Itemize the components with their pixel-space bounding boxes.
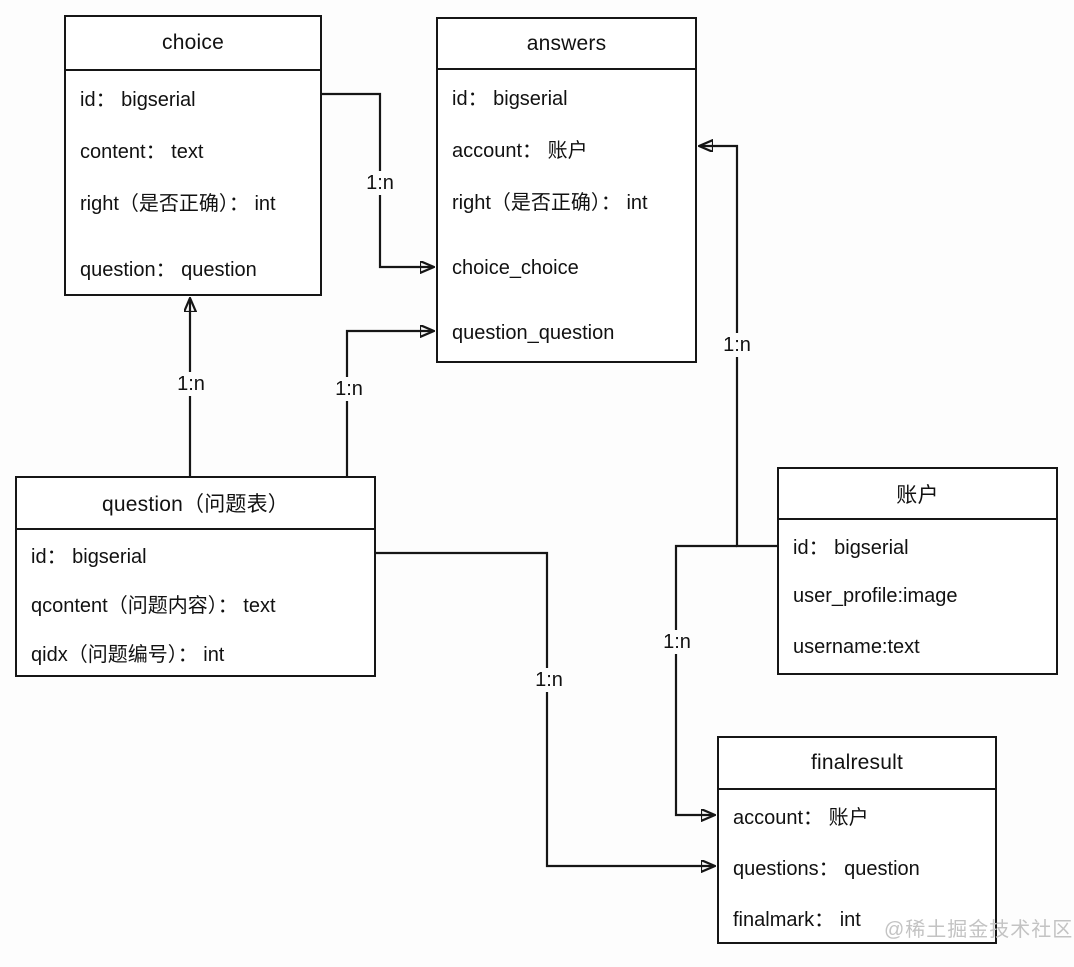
field-row: qcontent（问题内容）： text: [31, 595, 276, 617]
field-row: finalmark： int: [733, 909, 861, 931]
field-row: account： 账户: [452, 139, 588, 162]
field-row: id： bigserial: [31, 546, 147, 568]
relation-label: 1:n: [364, 171, 396, 195]
field-row: account： 账户: [733, 807, 869, 829]
entity-title: 账户: [779, 469, 1056, 520]
entity-title: answers: [438, 19, 695, 70]
field-row: right（是否正确）： int: [80, 192, 276, 215]
entity-title: finalresult: [719, 738, 995, 790]
entity-title: question（问题表）: [17, 478, 374, 530]
watermark: @稀土掘金技术社区: [884, 919, 1074, 941]
field-row: right（是否正确）： int: [452, 191, 648, 214]
entity-account: 账户 id： bigserial user_profile:image user…: [777, 467, 1058, 675]
field-row: username:text: [793, 636, 920, 658]
entity-answers: answers id： bigserial account： 账户 right（…: [436, 17, 697, 363]
field-row: question_question: [452, 321, 615, 344]
field-row: content： text: [80, 140, 204, 163]
field-row: qidx（问题编号）： int: [31, 644, 225, 666]
relation-line-question-to-finalresult: [376, 551, 714, 866]
field-row: id： bigserial: [793, 537, 909, 559]
field-row: user_profile:image: [793, 585, 958, 607]
field-row: choice_choice: [452, 256, 579, 279]
entity-title: choice: [66, 17, 320, 71]
entity-finalresult: finalresult account： 账户 questions： quest…: [717, 736, 997, 944]
field-row: id： bigserial: [80, 88, 196, 111]
relation-line-question-to-answers: [345, 331, 433, 477]
relation-label: 1:n: [661, 630, 693, 654]
field-row: id： bigserial: [452, 87, 568, 110]
relation-label: 1:n: [721, 333, 753, 357]
relation-label: 1:n: [175, 372, 207, 396]
relation-label: 1:n: [333, 377, 365, 401]
field-row: question： question: [80, 258, 257, 281]
relation-line-account-to-finalresult: [674, 544, 737, 815]
entity-question: question（问题表） id： bigserial qcontent（问题内…: [15, 476, 376, 677]
entity-choice: choice id： bigserial content： text right…: [64, 15, 322, 296]
field-row: questions： question: [733, 858, 920, 880]
relation-label: 1:n: [533, 668, 565, 692]
